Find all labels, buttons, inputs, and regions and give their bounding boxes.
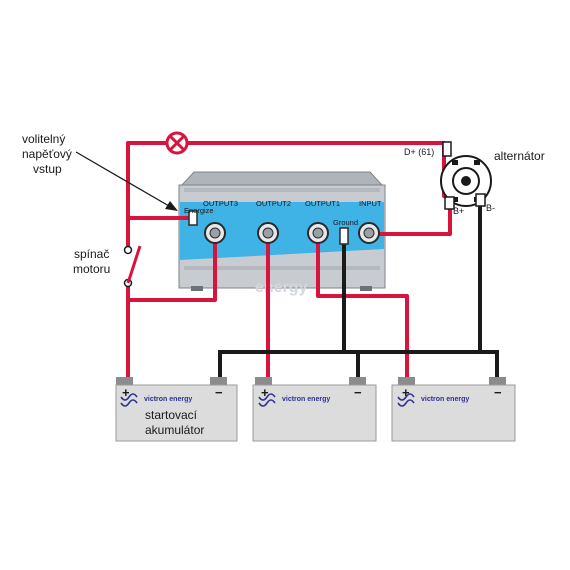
ground-terminal <box>339 227 349 245</box>
input-label: INPUT <box>359 199 382 208</box>
input-wire <box>369 206 452 236</box>
battery-1-brand: victron energy <box>144 396 192 403</box>
battery-1: + − victron energy startovací akumulátor <box>115 377 238 442</box>
isolator-mount-left <box>191 286 203 291</box>
output2-terminal <box>257 222 279 244</box>
engine-switch <box>123 245 142 288</box>
battery-1-logo-icon <box>120 393 138 407</box>
isolator-top-face <box>179 171 385 187</box>
optional-input-label-line2: napěťový <box>22 147 72 161</box>
input-terminal <box>358 222 380 244</box>
starter-battery-label-line1: startovací <box>145 408 198 422</box>
isolator-watermark: energy <box>255 279 308 296</box>
b-plus-label: B+ <box>453 206 464 216</box>
starter-battery-label-line2: akumulátor <box>145 423 204 437</box>
d-plus-label: D+ (61) <box>404 147 434 157</box>
negative-wires <box>218 201 499 386</box>
battery-3-minus: − <box>494 385 502 400</box>
optional-input-label-line3: vstup <box>33 162 62 176</box>
diagram-labels: volitelný napěťový vstup spínač motoru a… <box>22 132 545 276</box>
annotation-arrow <box>75 151 178 211</box>
output3-terminal <box>204 222 226 244</box>
battery-1-plus: + <box>122 385 130 400</box>
warning-lamp <box>165 131 189 155</box>
isolator-mount-right <box>360 286 372 291</box>
isolator-fin-top <box>184 188 380 192</box>
output3-label: OUTPUT3 <box>203 199 238 208</box>
output2-label: OUTPUT2 <box>256 199 291 208</box>
switch-label-line2: motoru <box>73 262 110 276</box>
battery-2-brand: victron energy <box>282 396 330 403</box>
battery-2-logo-icon <box>258 393 276 407</box>
battery-3-brand: victron energy <box>421 396 469 403</box>
ground-label: Ground <box>333 218 358 227</box>
energize-terminal <box>188 210 198 226</box>
b-minus-label: B- <box>486 203 495 213</box>
battery-2-plus: + <box>261 385 269 400</box>
battery-1-minus: − <box>215 385 223 400</box>
switch-label-line1: spínač <box>74 247 109 261</box>
output1-wire <box>316 233 409 387</box>
isolator-fin-bottom <box>184 266 380 270</box>
alternator-label: alternátor <box>494 149 545 163</box>
alternator-symbol <box>440 141 492 210</box>
output3-to-starter-wire <box>126 233 217 387</box>
battery-3-plus: + <box>402 385 410 400</box>
battery-2-minus: − <box>354 385 362 400</box>
optional-input-label-line1: volitelný <box>22 132 65 146</box>
battery-2: + − victron energy <box>252 377 377 442</box>
isolator-blue-panel <box>180 202 384 260</box>
battery-3-logo-icon <box>397 393 415 407</box>
output1-terminal <box>307 222 329 244</box>
isolator-labels: OUTPUT3 OUTPUT2 OUTPUT1 INPUT Energize G… <box>184 199 382 227</box>
output1-label: OUTPUT1 <box>305 199 340 208</box>
isolator-terminals <box>188 210 380 245</box>
battery-3: + − victron energy <box>391 377 516 442</box>
energize-label: Energize <box>184 206 214 215</box>
